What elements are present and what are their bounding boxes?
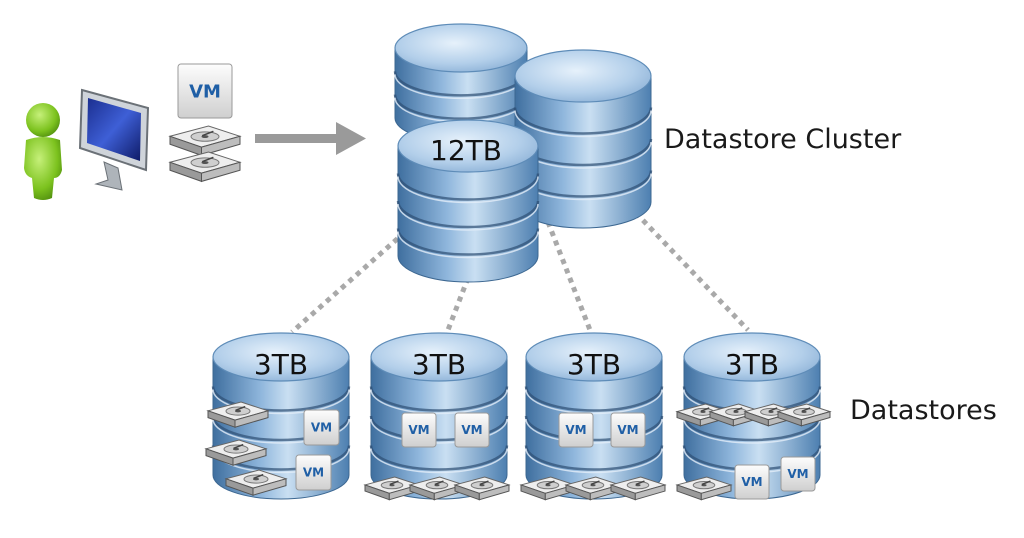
vm-icon: VM bbox=[303, 409, 340, 446]
datastore-cluster: 12TB bbox=[393, 23, 653, 283]
vm-icon: VM bbox=[177, 63, 233, 119]
vm-icon: VM bbox=[558, 412, 594, 448]
vm-icon: VM bbox=[295, 454, 332, 491]
user-icon bbox=[24, 103, 62, 200]
user-workstation: VM bbox=[24, 63, 242, 200]
connector-line bbox=[545, 221, 593, 331]
disk-icon bbox=[363, 476, 421, 501]
monitor-icon bbox=[78, 88, 150, 191]
disk-icon bbox=[776, 403, 832, 427]
vm-label: VM bbox=[787, 467, 808, 481]
cluster-disk-right bbox=[513, 49, 653, 229]
vm-icon: VM bbox=[734, 464, 770, 500]
arrow-icon bbox=[255, 122, 366, 155]
vm-label: VM bbox=[189, 81, 221, 102]
datastore-cylinder bbox=[369, 332, 509, 500]
connector-line bbox=[290, 230, 407, 334]
vm-icon: VM bbox=[454, 412, 490, 448]
datastore-cylinder bbox=[524, 332, 664, 500]
vm-label: VM bbox=[741, 475, 762, 489]
datastores-label: Datastores bbox=[850, 395, 997, 426]
cluster-connectors bbox=[290, 211, 750, 334]
cluster-label: Datastore Cluster bbox=[664, 124, 902, 155]
connector-line bbox=[445, 277, 471, 331]
datastores-row: 3TB VM VM 3TB VM VM 3TB VM VM 3TB VM VM bbox=[204, 332, 832, 501]
vm-label: VM bbox=[311, 421, 332, 435]
datastore-capacity: 3TB bbox=[412, 348, 466, 381]
disk-icon bbox=[168, 125, 242, 157]
connector-line bbox=[634, 211, 750, 332]
vm-label: VM bbox=[408, 423, 429, 437]
disk-icon bbox=[675, 476, 733, 501]
cluster-capacity: 12TB bbox=[430, 134, 502, 167]
datastore-1: 3TB VM VM bbox=[204, 332, 351, 500]
datastore-3: 3TB VM VM bbox=[519, 332, 667, 501]
disk-icon bbox=[609, 476, 667, 501]
disk-icon bbox=[168, 151, 242, 183]
disk-icon bbox=[224, 469, 288, 496]
datastore-capacity: 3TB bbox=[254, 348, 308, 381]
vm-label: VM bbox=[303, 466, 324, 480]
vm-label: VM bbox=[461, 423, 482, 437]
vm-label: VM bbox=[565, 423, 586, 437]
vm-label: VM bbox=[617, 423, 638, 437]
disk-icon bbox=[206, 401, 270, 428]
datastore-capacity: 3TB bbox=[567, 348, 621, 381]
vm-icon: VM bbox=[780, 456, 816, 492]
cluster-disk-front bbox=[396, 119, 540, 283]
datastore-2: 3TB VM VM bbox=[363, 332, 511, 501]
vm-icon: VM bbox=[610, 412, 646, 448]
datastore-capacity: 3TB bbox=[725, 348, 779, 381]
disk-icon bbox=[204, 439, 268, 466]
datastore-4: 3TB VM VM bbox=[675, 332, 832, 501]
vm-icon: VM bbox=[401, 412, 437, 448]
disk-icon bbox=[453, 476, 511, 501]
